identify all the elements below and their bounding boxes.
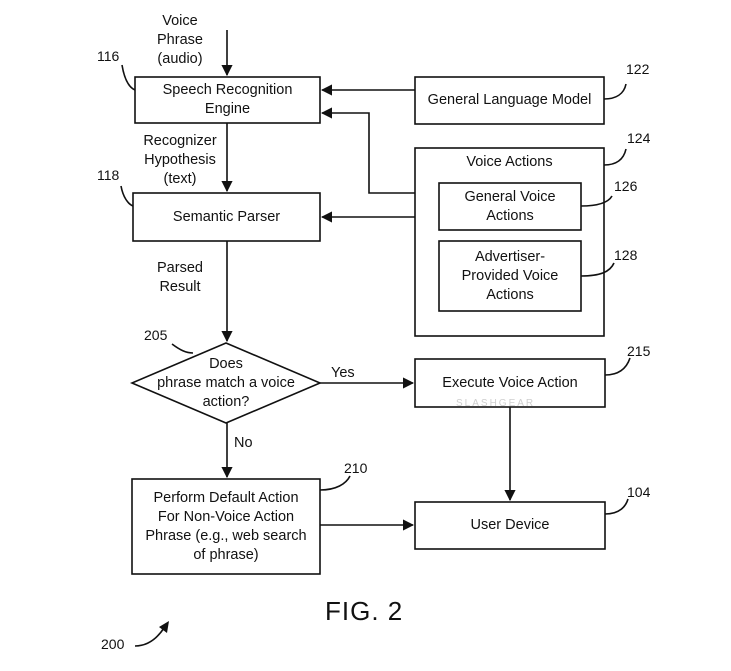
ref-210: 210	[344, 460, 368, 476]
leader-210	[319, 475, 351, 491]
ref-205: 205	[144, 327, 168, 343]
ref-104: 104	[627, 484, 651, 500]
leader-200	[134, 627, 165, 647]
semantic-parser-label: Semantic Parser	[172, 208, 281, 225]
leader-122	[603, 83, 627, 100]
voice-actions-label: Voice Actions	[466, 153, 553, 170]
no-label: No	[234, 435, 253, 451]
voice-actions-to-engine-arrow	[320, 107, 415, 194]
leader-126	[580, 195, 613, 207]
leader-124	[603, 148, 627, 166]
user-device-label: User Device	[470, 517, 550, 533]
ref-116: 116	[97, 48, 120, 64]
default-action-label: Perform Default Action For Non-Voice Act…	[145, 489, 307, 563]
ref-126: 126	[614, 178, 638, 194]
voice-phrase-input-label: Voice Phrase (audio)	[157, 13, 203, 67]
speech-recognition-engine-label: Speech Recognition Engine	[162, 82, 293, 117]
decision-label: Does phrase match a voice action?	[157, 356, 295, 410]
leader-215	[604, 357, 631, 376]
default-action-box	[131, 478, 321, 575]
parsed-result-label: Parsed Result	[157, 260, 203, 295]
advertiser-voice-actions-label: Advertiser- Provided Voice Actions	[461, 248, 559, 303]
yes-label: Yes	[331, 365, 355, 381]
leader-116	[121, 64, 136, 91]
user-device-box	[414, 501, 606, 550]
ref-124: 124	[627, 130, 651, 146]
ref-118: 118	[97, 167, 120, 183]
leader-104	[604, 498, 629, 515]
execute-voice-action-label: Execute Voice Action	[442, 374, 578, 391]
ref-215: 215	[627, 343, 651, 359]
recognizer-hypothesis-label: Recognizer Hypothesis (text)	[143, 133, 217, 187]
leader-128	[580, 262, 615, 277]
leader-205	[171, 343, 194, 354]
figure-200-arrowhead	[159, 621, 169, 633]
ref-122: 122	[626, 61, 650, 77]
decision-diamond	[129, 342, 323, 424]
general-language-model-box	[414, 76, 605, 125]
ref-128: 128	[614, 247, 638, 263]
leader-118	[120, 185, 134, 207]
watermark-text: SLASHGEAR	[456, 398, 536, 409]
figure-title: FIG. 2	[325, 596, 404, 626]
general-language-model-label: General Language Model	[427, 92, 592, 108]
voice-actions-container	[414, 147, 605, 337]
general-voice-actions-label: General Voice Actions	[464, 188, 556, 224]
ref-200: 200	[101, 636, 125, 652]
